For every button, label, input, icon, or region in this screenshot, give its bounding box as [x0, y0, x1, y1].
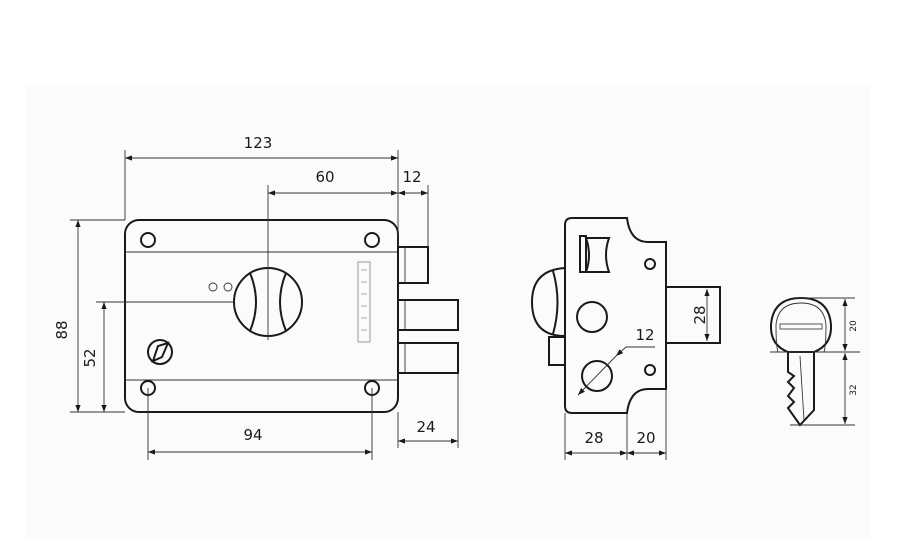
front-dimensions: 123 60 12 88 52 94 24 — [53, 134, 459, 460]
spindle-hole — [576, 301, 608, 333]
lock-body-side — [564, 217, 667, 414]
front-view — [124, 219, 459, 413]
dim-key-bow-label: 20 — [849, 320, 859, 332]
latch-bolt — [397, 246, 429, 284]
knob-side — [530, 267, 566, 337]
dim-body-depth-label: 28 — [584, 429, 603, 447]
screw-hole — [364, 232, 380, 248]
dim-bolt-height-label: 28 — [691, 305, 709, 324]
dead-bolt — [397, 342, 459, 374]
background-panel — [25, 85, 870, 540]
dim-flange-depth-label: 20 — [636, 429, 655, 447]
bolt-side — [665, 286, 721, 344]
dim-height-label: 88 — [53, 320, 71, 339]
dead-bolt — [397, 299, 459, 331]
dim-cylinder-label: 12 — [635, 326, 654, 344]
brand-logo — [357, 261, 371, 343]
dim-center-height-label: 52 — [81, 348, 99, 367]
dim-key-blade-label: 32 — [849, 384, 859, 395]
screw-hole — [140, 232, 156, 248]
dim-latch-label: 12 — [402, 168, 421, 186]
handle-side — [584, 237, 611, 273]
dim-width-label: 123 — [244, 134, 273, 152]
dim-center-label: 60 — [315, 168, 334, 186]
thumb-turn-side — [548, 336, 566, 366]
side-view: 28 12 28 20 — [530, 217, 721, 460]
key-icon: 20 32 — [769, 296, 860, 427]
cylinder-hole — [581, 360, 613, 392]
key-brand-logo — [779, 323, 823, 330]
dim-hole-spacing-label: 94 — [243, 426, 262, 444]
dim-bolt-throw-label: 24 — [416, 418, 435, 436]
thumb-turn-icon — [147, 339, 173, 365]
